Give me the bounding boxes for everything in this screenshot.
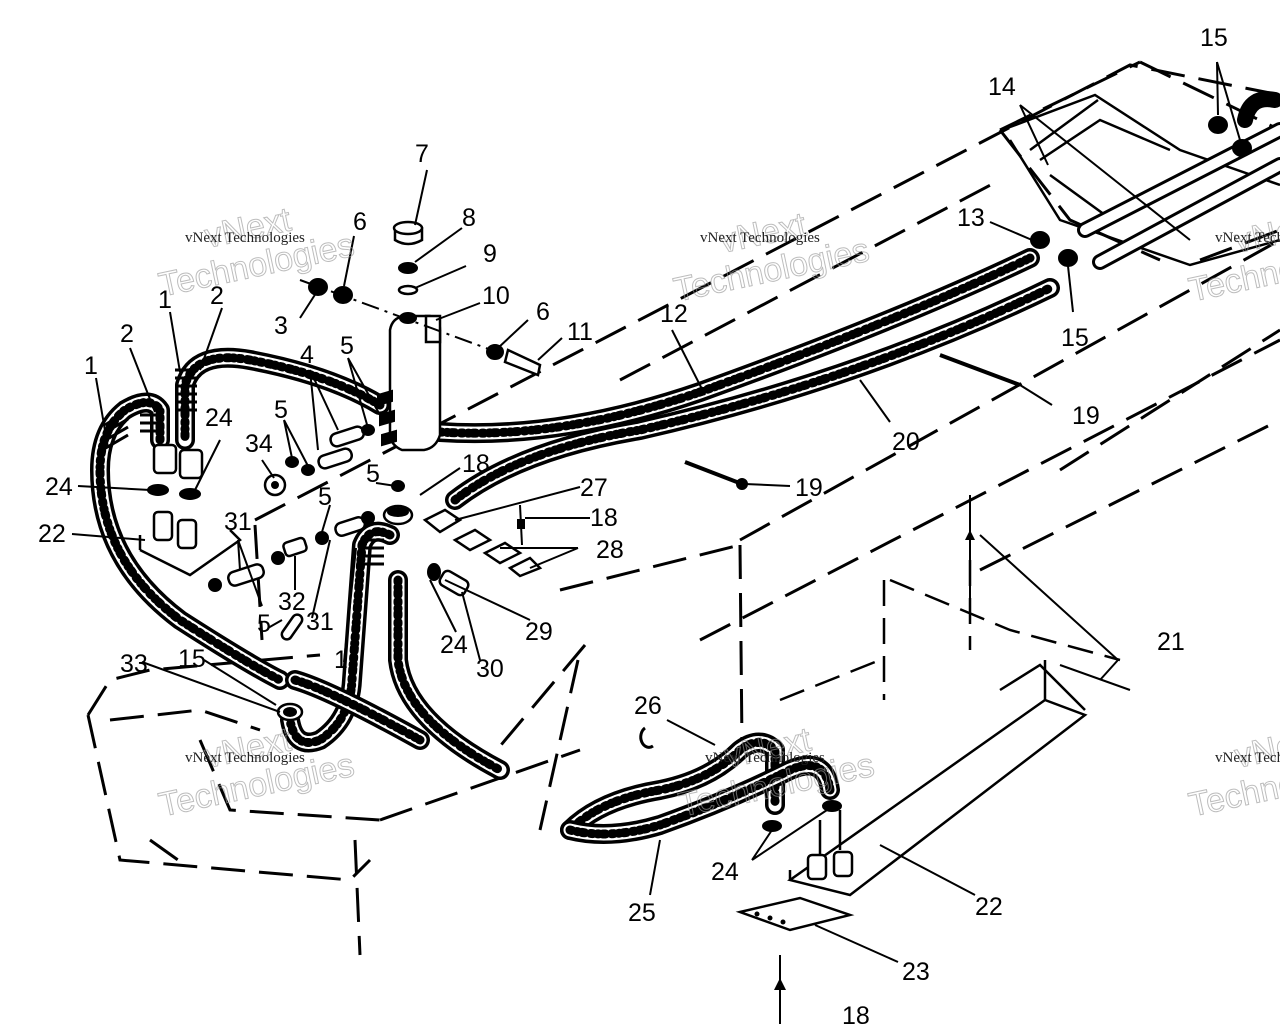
watermark-brand-line: vNext Technologies: [185, 750, 305, 766]
callout-3-5: 3: [274, 312, 288, 340]
callout-33-41: 33: [120, 650, 148, 678]
callout-4-24: 4: [300, 341, 314, 369]
watermark-brand-line: vNext Technologies: [705, 750, 825, 766]
callout-5-36: 5: [257, 610, 271, 638]
callout-8-1: 8: [462, 204, 476, 232]
watermark-brand-line: vNext Technologies: [1215, 230, 1280, 246]
callout-2-17: 2: [210, 282, 224, 310]
spring-guards: [103, 368, 197, 451]
callout-29-37: 29: [525, 618, 553, 646]
hose-center-down: [280, 521, 510, 780]
callout-5-25: 5: [340, 332, 354, 360]
callout-22-22: 22: [38, 520, 66, 548]
hose-12: [430, 248, 1040, 444]
callout-19-13: 19: [1072, 402, 1100, 430]
clamp-33: [276, 702, 304, 722]
heat-exchanger-rear: [735, 660, 1088, 1024]
callout-22-47: 22: [975, 893, 1003, 921]
watermark-brand-line: vNext Technologies: [1215, 750, 1280, 766]
watermark-top: vNext: [1231, 720, 1280, 775]
bolts-21: [965, 495, 1131, 691]
callout-34-23: 34: [245, 430, 273, 458]
callout-18-49: 18: [842, 1002, 870, 1024]
callout-25-46: 25: [628, 899, 656, 927]
callout-18-31: 18: [590, 504, 618, 532]
callout-28-32: 28: [596, 536, 624, 564]
callout-9-2: 9: [483, 240, 497, 268]
callout-1-19: 1: [84, 352, 98, 380]
bolts-19: [684, 353, 1021, 490]
callout-19-15: 19: [795, 474, 823, 502]
callout-26-44: 26: [634, 692, 662, 720]
callout-21-43: 21: [1157, 628, 1185, 656]
callout-20-14: 20: [892, 428, 920, 456]
callout-10-3: 10: [482, 282, 510, 310]
small-fittings: [208, 424, 405, 641]
callout-24-20: 24: [205, 404, 233, 432]
callout-1-16: 1: [158, 286, 172, 314]
callout-12-8: 12: [660, 300, 688, 328]
callout-11-7: 11: [567, 318, 593, 346]
callout-18-28: 18: [462, 450, 490, 478]
leader-lines: [71, 61, 1241, 963]
callout-30-39: 30: [476, 655, 504, 683]
callout-13-11: 13: [957, 204, 985, 232]
callout-6-4: 6: [353, 208, 367, 236]
heat-exchanger-left: [138, 443, 242, 577]
callout-15-10: 15: [1200, 24, 1228, 52]
callout-32-34: 32: [278, 588, 306, 616]
hose-25: [560, 726, 842, 844]
heat-exchanger-plate: [1001, 93, 1280, 267]
callout-7-0: 7: [415, 140, 429, 168]
callout-5-26: 5: [274, 396, 288, 424]
callout-24-45: 24: [711, 858, 739, 886]
callout-6-6: 6: [536, 298, 550, 326]
hose-20: [445, 278, 1060, 510]
callout-24-21: 24: [45, 473, 73, 501]
callout-31-35: 31: [306, 608, 334, 636]
callout-15-12: 15: [1061, 324, 1089, 352]
coolant-bottle: [299, 220, 542, 452]
callout-5-27: 5: [366, 460, 380, 488]
watermark-brand-line: vNext Technologies: [185, 230, 305, 246]
callout-24-38: 24: [440, 631, 468, 659]
callout-31-33: 31: [224, 508, 252, 536]
chassis-outline: [86, 60, 1280, 956]
callout-14-9: 14: [988, 73, 1016, 101]
callout-23-48: 23: [902, 958, 930, 986]
callout-1-40: 1: [334, 646, 348, 674]
callout-5-29: 5: [318, 483, 332, 511]
callout-27-30: 27: [580, 474, 608, 502]
hose-clamps-upper: [1030, 116, 1252, 267]
watermark-brand-line: vNext Technologies: [700, 230, 820, 246]
callout-2-18: 2: [120, 320, 134, 348]
callout-15-42: 15: [178, 645, 206, 673]
